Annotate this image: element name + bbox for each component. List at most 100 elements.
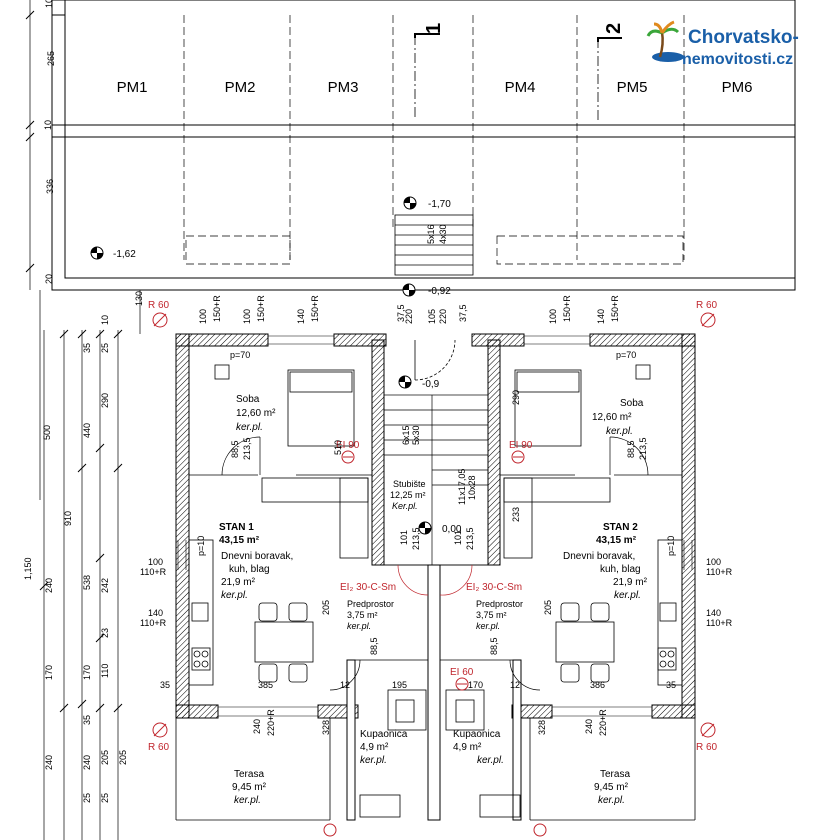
section-marks	[414, 33, 622, 120]
dim-35a: 35	[82, 343, 92, 353]
fire-ei90-left: EI 90	[336, 440, 360, 451]
dim-170a: 170	[44, 665, 54, 680]
unit1-area: 43,15 m²	[219, 535, 260, 546]
stair-steps: 6x15	[401, 425, 411, 445]
logo-text-2: nemovitosti.cz	[682, 51, 793, 68]
parking-label-2: PM2	[225, 79, 256, 96]
level-value-2: -1,62	[113, 249, 136, 260]
dim-242: 242	[100, 578, 110, 593]
terasa-left-floor: ker.pl.	[234, 795, 261, 806]
kupaonica-right-name: Kupaonica	[453, 729, 501, 740]
section-1-label: 1	[423, 23, 445, 34]
sofa-right	[503, 477, 611, 559]
dim-205a: 205	[100, 750, 110, 765]
level-value-4: -0,9	[422, 379, 440, 390]
window-lines	[177, 335, 693, 717]
entrance-door	[414, 339, 456, 381]
stubiste-floor: Ker.pl.	[392, 501, 418, 511]
dim-10b: 10	[43, 120, 53, 130]
bed-right	[514, 364, 651, 447]
dim-35d: 35	[666, 680, 676, 690]
dim-538: 538	[82, 575, 92, 590]
dim-328a: 328	[321, 720, 331, 735]
palm-island-icon	[646, 20, 684, 62]
soba-right-floor: ker.pl.	[606, 426, 633, 437]
dim-top-150a: 150+R	[256, 295, 266, 322]
section-2-label: 2	[603, 23, 625, 34]
dim-top-220b: 220	[438, 309, 448, 324]
dim-100-left: 100	[148, 557, 163, 567]
logo-text-1: Chorvatsko-	[688, 27, 799, 48]
dim-885b: 88,5	[626, 440, 636, 458]
dim-910: 910	[63, 511, 73, 526]
interior-lines	[175, 474, 696, 821]
dim-205b: 205	[118, 750, 128, 765]
dim-205d: 205	[543, 600, 553, 615]
level-marker-icon	[403, 196, 417, 210]
dim-140-left: 140	[148, 608, 163, 618]
dim-1150: 1,150	[23, 557, 33, 580]
dim-20: 20	[44, 274, 54, 284]
dim-12a: 12	[340, 680, 350, 690]
exterior-stair	[394, 214, 474, 276]
unit1-room: Dnevni boravak,	[221, 551, 293, 562]
dim-10c: 10	[100, 315, 110, 325]
interior-doors	[221, 436, 649, 691]
dim-385: 385	[258, 680, 273, 690]
fire-door-right: EI₂ 30-C-Sm	[466, 582, 522, 593]
predprostor-right-name: Predprostor	[476, 599, 523, 609]
unit1-name: STAN 1	[219, 522, 254, 533]
dim-top-100c: 100	[548, 309, 558, 324]
unit2-floor: ker.pl.	[614, 590, 641, 601]
dim-140-right: 140	[706, 608, 721, 618]
dim-130: 130	[134, 291, 144, 306]
dim-170c: 170	[468, 680, 483, 690]
dim-233: 233	[511, 507, 521, 522]
dim-10a: 10	[44, 0, 54, 8]
kitchen-right	[555, 539, 683, 686]
dim-220r-rb: 220+R	[598, 709, 608, 736]
dim-25b: 25	[82, 793, 92, 803]
dim-328b: 328	[537, 720, 547, 735]
dim-110r-right: 110+R	[706, 567, 733, 577]
parking-dividers	[183, 15, 685, 265]
dim-top-140b: 140	[596, 309, 606, 324]
predprostor-left-name: Predprostor	[347, 599, 394, 609]
predprostor-left-area: 3,75 m²	[347, 610, 378, 620]
dim-p70-right: p=70	[616, 350, 636, 360]
dim-240b: 240	[44, 755, 54, 770]
dim-top-375a: 37,5	[396, 304, 406, 322]
unit2-area: 43,15 m²	[596, 535, 637, 546]
dim-885c: 88,5	[369, 637, 379, 655]
fire-r60-tl: R 60	[148, 300, 170, 311]
dim-top-150c: 150+R	[212, 295, 222, 322]
kupaonica-right-floor: ker.pl.	[477, 755, 504, 766]
level-value-3: -0,92	[428, 286, 451, 297]
dim-top-150d: 150+R	[562, 295, 572, 322]
level-value-1: -1,70	[428, 199, 451, 210]
dim-top-100a: 100	[242, 309, 252, 324]
parking-label-1: PM1	[117, 79, 148, 96]
dimension-ticks	[25, 10, 123, 713]
parking-label-3: PM3	[328, 79, 359, 96]
building-walls	[175, 333, 696, 821]
dim-110r-right2: 110+R	[706, 618, 733, 628]
fire-r60-br: R 60	[696, 742, 718, 753]
dim-110r-left2: 110+R	[140, 618, 167, 628]
parking-label-4: PM4	[505, 79, 536, 96]
unit1-room2: kuh, blag	[229, 564, 270, 575]
predprostor-right-floor: ker.pl.	[476, 621, 500, 631]
terasa-left-name: Terasa	[234, 769, 264, 780]
terasa-right-area: 9,45 m²	[594, 782, 629, 793]
dim-240-lb: 240	[252, 719, 262, 734]
sofa-left	[261, 477, 369, 559]
dim-336: 336	[45, 179, 55, 194]
stair-steps-2: 11x17,05	[457, 469, 467, 505]
dim-110r-left: 110+R	[140, 567, 167, 577]
dim-p10-right: p=10	[666, 536, 676, 556]
dim-885d: 88,5	[489, 637, 499, 655]
logo: Chorvatsko- nemovitosti.cz	[646, 20, 799, 68]
dim-35b: 35	[82, 715, 92, 725]
kitchen-left	[188, 539, 314, 686]
terasa-right-floor: ker.pl.	[598, 795, 625, 806]
